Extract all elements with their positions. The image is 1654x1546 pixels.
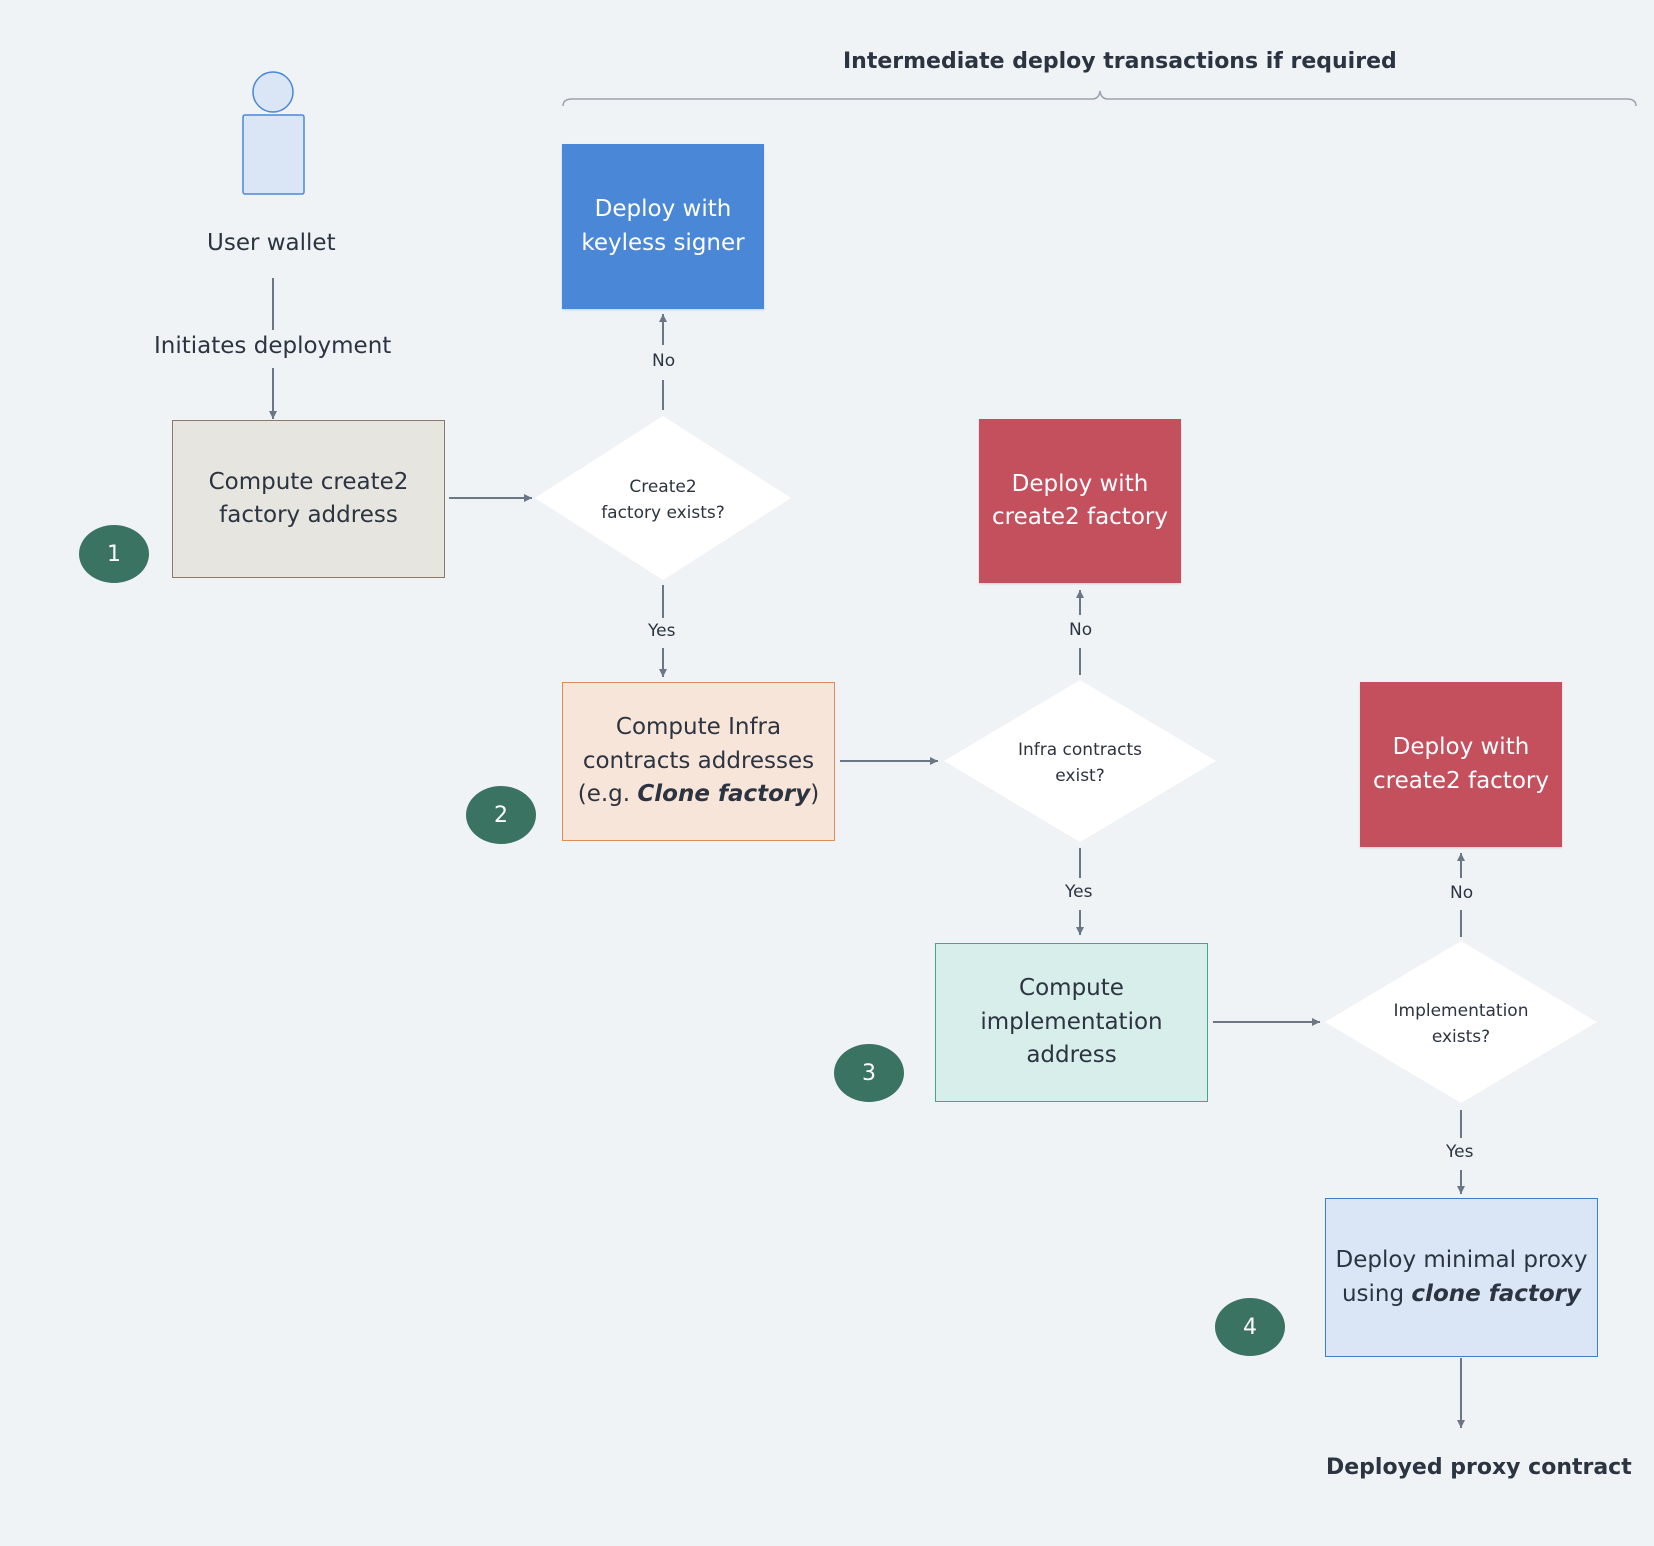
decision-impl-label[interactable]: Implementation exists? xyxy=(1371,998,1551,1051)
compute-infra-line3: (e.g. Clone factory) xyxy=(577,781,820,808)
deploy-keyless-line2: keyless signer xyxy=(581,229,745,256)
user-icon xyxy=(242,71,305,195)
compute-impl-line1: Compute xyxy=(1019,975,1124,1002)
decision-impl-no: No xyxy=(1448,883,1476,903)
decision-factory-no: No xyxy=(650,351,678,371)
decision-impl-shape xyxy=(1325,941,1597,1103)
deploy-proxy-line2: using clone factory xyxy=(1341,1280,1582,1307)
compute-impl-line2: implementation xyxy=(980,1008,1163,1035)
deploy-proxy-line1: Deploy minimal proxy xyxy=(1335,1247,1588,1274)
compute-infra-line2: contracts addresses xyxy=(582,747,815,774)
decision-factory-label[interactable]: Create2 factory exists? xyxy=(573,474,753,527)
decision-impl-line1: Implementation xyxy=(1393,1001,1529,1021)
step-badge-4: 4 xyxy=(1215,1298,1285,1356)
header-title: Intermediate deploy transactions if requ… xyxy=(843,49,1397,74)
compute-infra-box[interactable]: Compute Infra contracts addresses (e.g. … xyxy=(562,682,835,841)
brace xyxy=(562,90,1637,107)
clone-factory-emphasis: Clone factory xyxy=(637,781,811,808)
decision-infra-yes: Yes xyxy=(1063,882,1095,902)
decision-impl-yes: Yes xyxy=(1444,1142,1476,1162)
deploy-proxy-box[interactable]: Deploy minimal proxy using clone factory xyxy=(1325,1198,1598,1357)
decision-factory-line2: factory exists? xyxy=(601,503,725,524)
decision-factory-yes: Yes xyxy=(646,621,678,641)
deployed-proxy-result: Deployed proxy contract xyxy=(1326,1455,1632,1480)
deploy-impl-line2: create2 factory xyxy=(1373,767,1549,794)
compute-impl-line3: address xyxy=(1026,1042,1117,1069)
compute-infra-line1: Compute Infra xyxy=(615,714,782,741)
decision-infra-line2: exist? xyxy=(1055,766,1105,787)
clone-factory-emphasis-2: clone factory xyxy=(1411,1280,1582,1307)
compute-factory-box[interactable]: Compute create2 factory address xyxy=(172,420,445,578)
deploy-infra-line1: Deploy with xyxy=(1011,470,1149,497)
decision-infra-shape xyxy=(944,680,1216,842)
compute-impl-box[interactable]: Compute implementation address xyxy=(935,943,1208,1102)
deploy-keyless-line1: Deploy with xyxy=(594,196,732,223)
step-badge-2: 2 xyxy=(466,786,536,844)
decision-impl-line2: exists? xyxy=(1431,1027,1491,1048)
decision-infra-label[interactable]: Infra contracts exist? xyxy=(990,737,1170,790)
deploy-keyless-box[interactable]: Deploy with keyless signer xyxy=(562,144,764,309)
compute-factory-line1: Compute create2 xyxy=(208,468,409,495)
step-badge-3: 3 xyxy=(834,1044,904,1102)
deploy-impl-box[interactable]: Deploy with create2 factory xyxy=(1360,682,1562,847)
deploy-impl-line1: Deploy with xyxy=(1392,734,1530,761)
decision-factory-shape xyxy=(535,416,791,580)
compute-factory-line2: factory address xyxy=(219,502,398,528)
decision-infra-line1: Infra contracts xyxy=(1017,740,1143,760)
deploy-infra-box[interactable]: Deploy with create2 factory xyxy=(979,419,1181,583)
decision-factory-line1: Create2 xyxy=(629,477,697,497)
user-wallet-label: User wallet xyxy=(207,230,336,256)
step-badge-1: 1 xyxy=(79,525,149,583)
deploy-infra-line2: create2 factory xyxy=(992,504,1168,530)
decision-infra-no: No xyxy=(1067,620,1095,640)
initiates-deployment-label: Initiates deployment xyxy=(154,333,392,359)
